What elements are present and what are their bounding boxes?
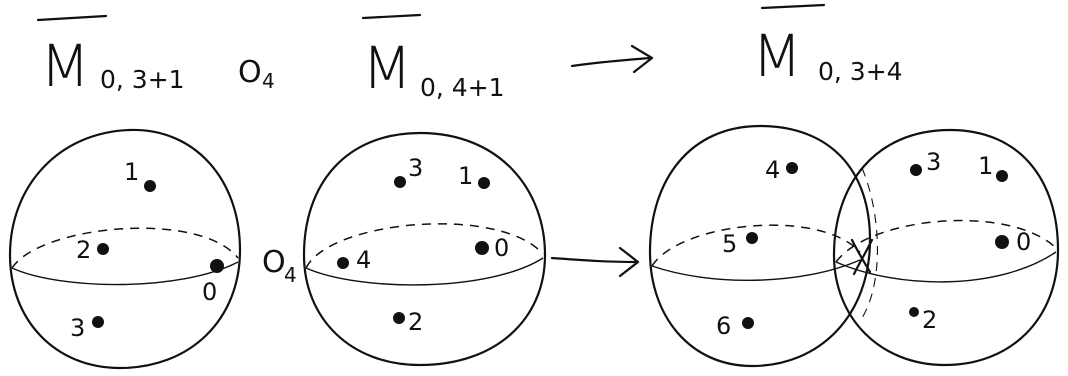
moduli-subscript: 0, 3+1 (100, 65, 185, 94)
sphere-outline (8, 128, 242, 370)
marked-point-3 (394, 176, 406, 188)
map-arrow-lower (550, 246, 640, 278)
moduli-space-left: M 0, 3+1 (36, 14, 185, 100)
marked-point-0 (995, 235, 1009, 249)
equator-front (305, 257, 544, 286)
sphere-outline (648, 124, 872, 368)
moduli-space-right: M 0, 3+4 (752, 3, 903, 90)
marked-point-label: 0 (494, 234, 509, 262)
moduli-symbol: M (40, 32, 90, 100)
marked-point-0 (210, 259, 224, 273)
marked-point-label: 5 (722, 230, 737, 258)
marked-point-5 (746, 232, 758, 244)
marked-point-4 (337, 257, 349, 269)
sphere-middle: 3 1 4 0 2 (302, 131, 547, 367)
operad-composition-operator: O 4 (238, 55, 275, 93)
marked-point-label: 6 (716, 312, 731, 340)
marked-point-label: 0 (1016, 228, 1031, 256)
operator-symbol: O (238, 55, 262, 90)
overline (760, 3, 826, 10)
sphere-left: 1 2 0 3 (8, 128, 242, 370)
moduli-subscript: 0, 3+4 (818, 57, 903, 86)
moduli-space-middle: M 0, 4+1 (361, 13, 505, 102)
marked-point-3 (910, 164, 922, 176)
marked-point-0 (475, 241, 489, 255)
marked-point-2 (909, 307, 919, 317)
arrow-shaft (550, 256, 638, 264)
marked-point-label: 1 (458, 162, 473, 190)
map-arrow-top (570, 44, 654, 74)
marked-point-label: 3 (926, 148, 941, 176)
node-stroke (850, 238, 872, 274)
marked-point-label: 2 (408, 308, 423, 336)
equator-back (11, 227, 239, 269)
marked-point-2 (97, 243, 109, 255)
marked-point-label: 1 (124, 158, 139, 186)
arrow-shaft (570, 56, 652, 68)
equator-back (835, 219, 1057, 263)
formula-row: M 0, 3+1 O 4 M 0, 4+1 M 0, 3+4 (36, 3, 903, 102)
marked-point-3 (92, 316, 104, 328)
moduli-subscript: 0, 4+1 (420, 73, 505, 102)
overline (361, 13, 422, 20)
hidden-outline (861, 167, 878, 319)
equator-back (651, 224, 861, 267)
sphere-outline (302, 131, 547, 367)
marked-point-label: 1 (978, 152, 993, 180)
marked-point-label: 3 (408, 154, 423, 182)
marked-point-label: 2 (76, 236, 91, 264)
operator-subscript: 4 (284, 263, 297, 287)
overline (36, 14, 108, 22)
node-stroke (852, 238, 874, 276)
node-label: x (0, 0, 1, 1)
equator-back (305, 223, 544, 269)
operad-composition-operator-lower: O 4 (262, 245, 297, 287)
marked-point-label: 4 (356, 246, 371, 274)
marked-point-4 (786, 162, 798, 174)
operator-subscript: 4 (262, 69, 275, 93)
marked-point-label: 2 (922, 306, 937, 334)
marked-point-6 (742, 317, 754, 329)
sphere-outline (832, 128, 1060, 367)
marked-point-1 (144, 180, 156, 192)
marked-point-2 (393, 312, 405, 324)
node-mark: x (0, 0, 874, 276)
sphere-right-a: 4 5 6 (648, 124, 872, 368)
equator-front (651, 259, 861, 282)
arrow-head (630, 44, 654, 74)
marked-point-1 (996, 170, 1008, 182)
sphere-right-b: 3 1 0 2 (832, 128, 1060, 367)
marked-point-label: 4 (765, 156, 780, 184)
marked-point-label: 3 (70, 314, 85, 342)
marked-point-label: 0 (202, 278, 217, 306)
moduli-symbol: M (752, 22, 802, 90)
equator-front (835, 251, 1057, 283)
arrow-head (618, 246, 640, 278)
moduli-symbol: M (362, 34, 412, 102)
marked-point-1 (478, 177, 490, 189)
operator-symbol: O (262, 245, 286, 280)
